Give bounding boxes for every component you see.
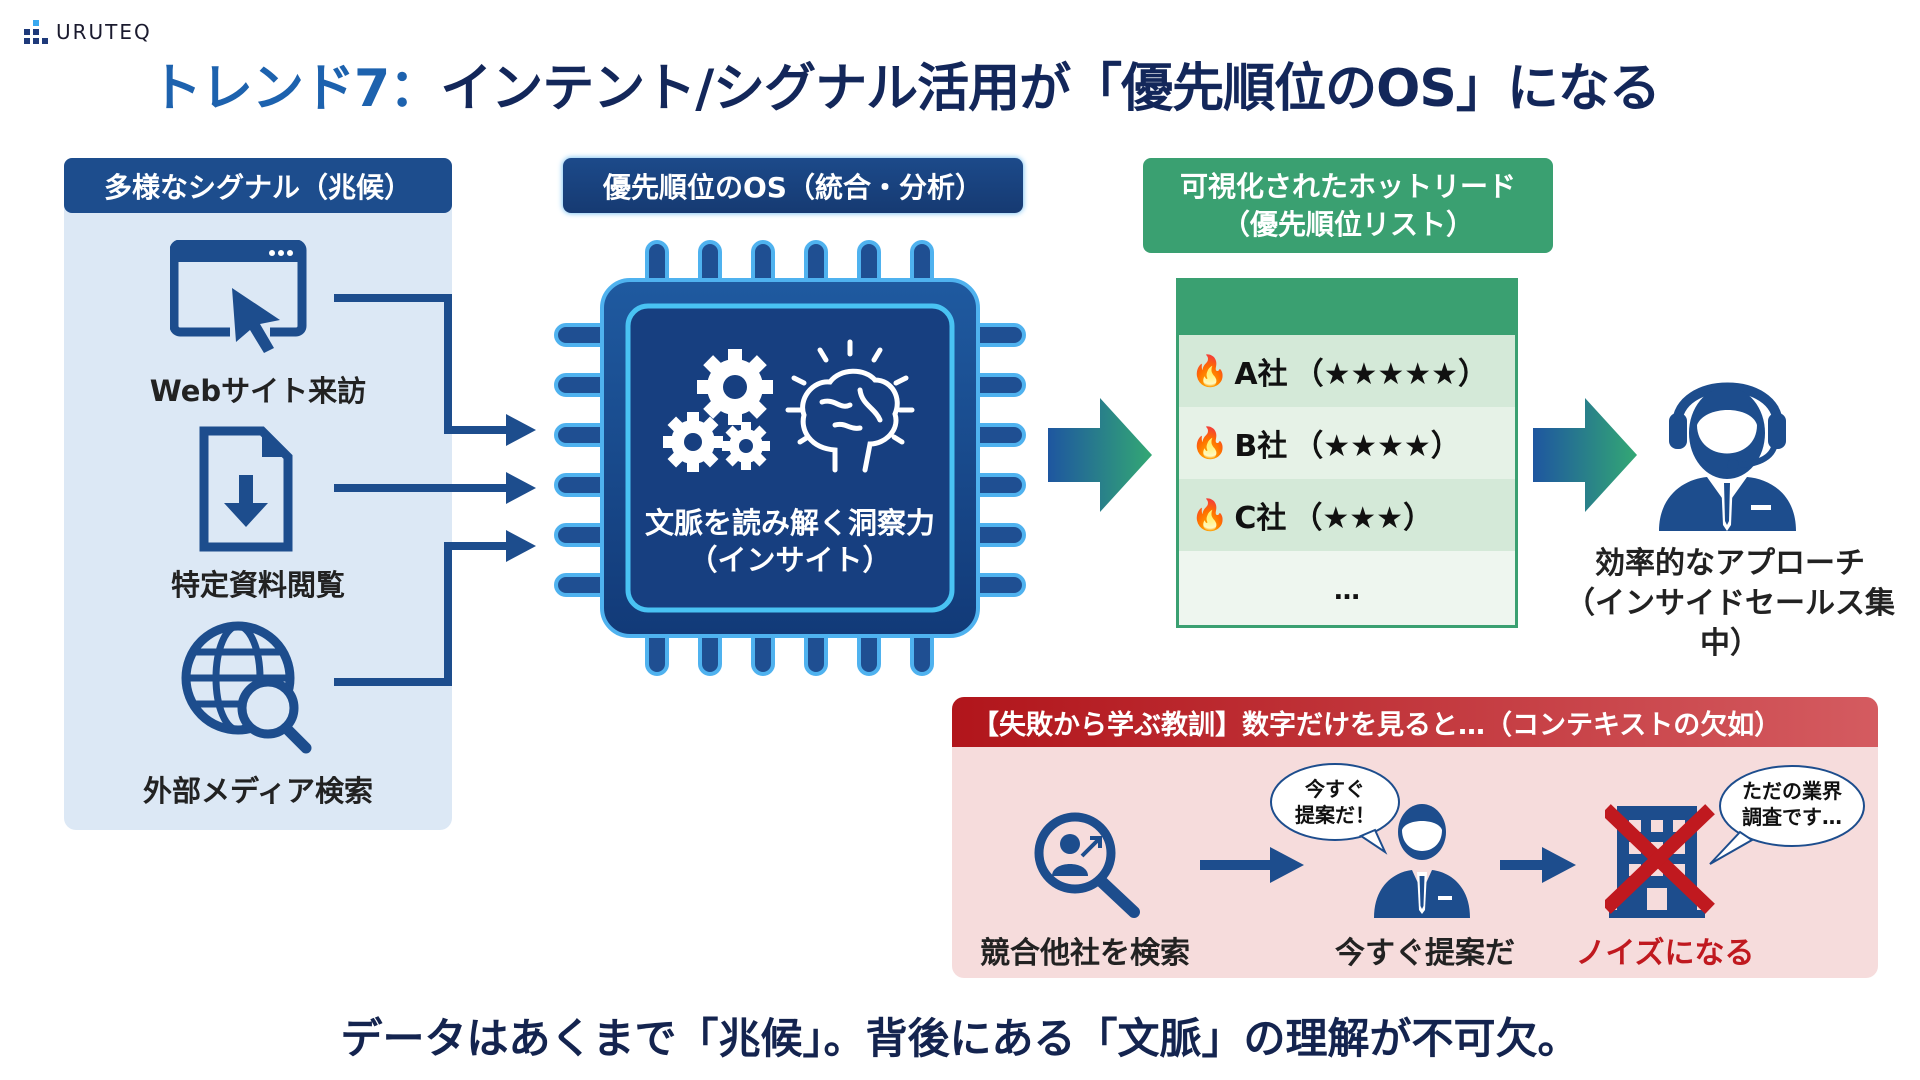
fire-icon: 🔥	[1191, 353, 1229, 389]
signal-label-media: 外部メディア検索	[143, 774, 373, 808]
step-arrow-icon	[1500, 847, 1576, 883]
os-header: 優先順位のOS（統合・分析）	[563, 158, 1023, 213]
speech-bubble	[1709, 765, 1865, 865]
bubble-line: ただの業界	[1742, 779, 1842, 803]
salesperson-icon	[1374, 804, 1470, 918]
hot-leads-header: 可視化されたホットリード （優先順位リスト）	[1143, 158, 1553, 253]
chip-text-line1: 文脈を読み解く洞察力	[644, 506, 935, 540]
arrowhead-icon	[506, 414, 536, 446]
company-name: C社	[1234, 501, 1287, 536]
connector-web	[334, 294, 510, 434]
lesson-header: 【失敗から学ぶ教訓】数字だけを見ると…（コンテキストの欠如）	[952, 697, 1878, 747]
bubble-text-survey: ただの業界 調査です…	[1722, 772, 1862, 836]
page-title: トレンド7：インテント/シグナル活用が「優先順位のOS」になる	[150, 46, 1661, 121]
step-label-search: 競合他社を検索	[980, 936, 1190, 971]
footer-message: データはあくまで「兆候」。背後にある「文脈」の理解が不可欠。	[340, 1014, 1580, 1063]
rating-stars: （★★★★）	[1293, 429, 1461, 464]
bubble-line: 提案だ！	[1295, 803, 1375, 827]
headset-operator-icon	[1659, 382, 1796, 531]
speech-bubble	[1270, 763, 1400, 855]
connector-media	[334, 542, 510, 686]
document-download-icon	[199, 426, 293, 552]
signal-connectors	[334, 294, 536, 686]
title-main: インテント/シグナル活用が「優先順位のOS」になる	[440, 59, 1661, 119]
logo-mark-icon	[24, 20, 48, 44]
list-item[interactable]: 🔥 C社 （★★★）	[1179, 479, 1515, 551]
hot-leads-header-line1: 可視化されたホットリード	[1179, 169, 1516, 203]
approach-line1: 効率的なアプローチ	[1595, 546, 1865, 581]
step-arrow-icon	[1200, 847, 1304, 883]
fire-icon: 🔥	[1191, 425, 1229, 461]
list-header-bar	[1179, 281, 1515, 335]
bubble-text-propose: 今すぐ 提案だ！	[1270, 770, 1400, 834]
company-name: B社	[1234, 429, 1288, 464]
step-label-noise: ノイズになる	[1575, 936, 1755, 971]
list-item[interactable]: 🔥 B社 （★★★★）	[1179, 407, 1515, 479]
bubble-line: 今すぐ	[1305, 777, 1365, 801]
processor-chip-icon	[554, 240, 1026, 676]
title-accent: トレンド7：	[150, 59, 441, 119]
signals-header: 多様なシグナル（兆候）	[64, 158, 452, 213]
flow-arrow-icon	[1048, 398, 1152, 512]
signal-label-document: 特定資料閲覧	[170, 568, 345, 602]
bubble-line: 調査です…	[1742, 805, 1842, 829]
brain-icon	[785, 339, 915, 473]
signal-label-web: Webサイト来訪	[149, 374, 367, 408]
chip-text-line2: （インサイト）	[688, 543, 892, 577]
browser-cursor-icon	[170, 240, 307, 353]
rating-stars: （★★★★★）	[1293, 357, 1489, 392]
arrowhead-icon	[506, 530, 536, 562]
fire-icon: 🔥	[1191, 497, 1229, 533]
brand-name: URUTEQ	[56, 20, 152, 44]
list-more: …	[1334, 576, 1360, 606]
approach-line2: （インサイドセールス集中）	[1565, 586, 1895, 661]
arrowhead-icon	[506, 472, 536, 504]
rating-stars: （★★★）	[1292, 501, 1434, 536]
globe-search-icon	[181, 621, 312, 754]
step-label-propose: 今すぐ提案だ	[1335, 936, 1515, 971]
flow-arrow-icon	[1533, 398, 1637, 512]
list-item[interactable]: 🔥 A社 （★★★★★）	[1179, 335, 1515, 407]
brand-logo: URUTEQ	[24, 20, 152, 44]
company-name: A社	[1234, 357, 1288, 392]
hot-leads-list: 🔥 A社 （★★★★★） 🔥 B社 （★★★★） 🔥 C社 （★★★） …	[1176, 278, 1518, 628]
competitor-search-icon	[1034, 812, 1140, 918]
building-crossed-icon	[1605, 804, 1715, 918]
hot-leads-header-line2: （優先順位リスト）	[1221, 207, 1474, 241]
